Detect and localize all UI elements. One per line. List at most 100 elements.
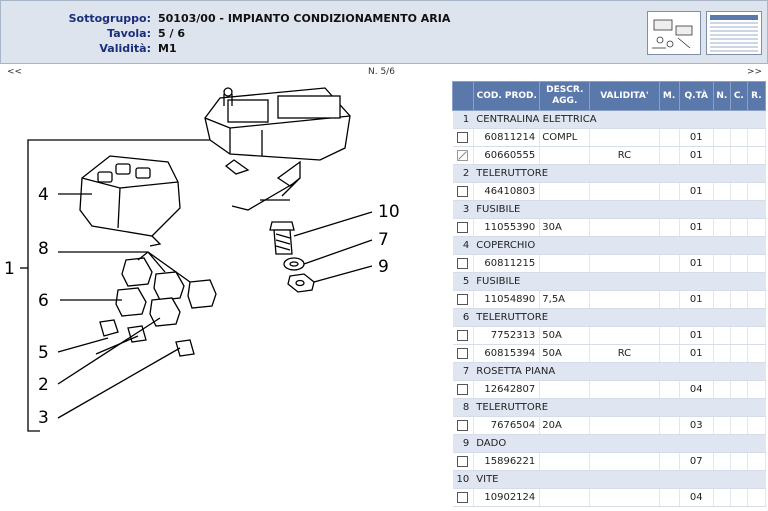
validita-value: M1 [158, 42, 177, 55]
part-m [659, 416, 680, 435]
part-n [713, 416, 731, 435]
part-qty: 01 [679, 128, 714, 147]
group-number: 7 [452, 362, 475, 381]
row-checkbox[interactable] [457, 329, 469, 341]
part-code: 60660555 [473, 146, 541, 165]
col-validita: VALIDITA' [589, 81, 660, 111]
row-checkbox[interactable] [457, 293, 469, 305]
group-name: FUSIBILE [473, 200, 766, 219]
part-qty: 01 [679, 326, 714, 345]
part-qty: 04 [679, 488, 714, 507]
parts-table: COD. PROD. DESCR. AGG. VALIDITA' M. Q.TÀ… [451, 81, 767, 507]
row-checkbox[interactable] [457, 455, 469, 467]
part-m [659, 380, 680, 399]
part-code: 46410803 [473, 182, 541, 201]
part-qty: 07 [679, 452, 714, 471]
part-r [747, 182, 767, 201]
part-label-10: 10 [378, 202, 400, 222]
table-row: 60660555 RC 01 [452, 146, 767, 165]
part-qty: 01 [679, 290, 714, 309]
part-r [747, 254, 767, 273]
group-name: VITE [473, 470, 766, 489]
table-row: 60811215 01 [452, 254, 767, 273]
part-descr: COMPL [539, 128, 591, 147]
part-validita [589, 128, 660, 147]
part-qty: 01 [679, 146, 714, 165]
part-qty: 01 [679, 344, 714, 363]
part-label-6: 6 [38, 291, 49, 311]
part-code: 15896221 [473, 452, 541, 471]
part-m [659, 290, 680, 309]
group-name: CENTRALINA ELETTRICA [473, 110, 766, 129]
row-checkbox[interactable] [457, 419, 469, 431]
prev-page-link[interactable]: << [7, 67, 23, 77]
part-c [730, 182, 748, 201]
part-qty: 04 [679, 380, 714, 399]
part-label-2: 2 [38, 375, 49, 395]
group-name: FUSIBILE [473, 272, 766, 291]
part-descr: 50A [539, 326, 591, 345]
group-number: 2 [452, 164, 475, 183]
page-indicator: N. 5/6 [368, 67, 395, 77]
part-m [659, 452, 680, 471]
part-descr [539, 380, 591, 399]
part-code: 11055390 [473, 218, 541, 237]
sottogruppo-value: 50103/00 - IMPIANTO CONDIZIONAMENTO ARIA [158, 12, 451, 25]
part-c [730, 146, 748, 165]
part-n [713, 452, 731, 471]
part-code: 7752313 [473, 326, 541, 345]
col-c: C. [729, 81, 748, 111]
sottogruppo-label: Sottogruppo: [68, 12, 151, 25]
row-checkbox-disabled [457, 149, 469, 161]
part-r [747, 290, 767, 309]
part-n [713, 488, 731, 507]
row-checkbox[interactable] [457, 131, 469, 143]
group-number: 5 [452, 272, 475, 291]
row-checkbox[interactable] [457, 383, 469, 395]
group-number: 1 [452, 110, 475, 129]
select-column-header [451, 81, 475, 111]
part-c [730, 254, 748, 273]
part-n [713, 218, 731, 237]
table-thumbnail[interactable] [706, 11, 762, 55]
part-r [747, 380, 767, 399]
tavola-label: Tavola: [107, 27, 151, 40]
row-checkbox[interactable] [457, 185, 469, 197]
group-name: TELERUTTORE [473, 398, 766, 417]
row-checkbox[interactable] [457, 221, 469, 233]
group-number: 8 [452, 398, 475, 417]
row-checkbox[interactable] [457, 491, 469, 503]
part-descr [539, 182, 591, 201]
part-validita [589, 218, 660, 237]
part-qty: 03 [679, 416, 714, 435]
part-m [659, 344, 680, 363]
part-validita [589, 452, 660, 471]
part-c [730, 290, 748, 309]
row-checkbox[interactable] [457, 347, 469, 359]
row-checkbox[interactable] [457, 257, 469, 269]
part-qty: 01 [679, 254, 714, 273]
drawing-thumbnail[interactable] [647, 11, 701, 55]
group-name: TELERUTTORE [473, 164, 766, 183]
part-n [713, 128, 731, 147]
part-n [713, 146, 731, 165]
group-name: DADO [473, 434, 766, 453]
group-name: COPERCHIO [473, 236, 766, 255]
part-validita: RC [589, 146, 660, 165]
part-c [730, 380, 748, 399]
next-page-link[interactable]: >> [747, 67, 763, 77]
part-m [659, 254, 680, 273]
part-descr [539, 452, 591, 471]
part-code: 60811215 [473, 254, 541, 273]
col-descr-agg: DESCR. AGG. [539, 81, 591, 111]
part-m [659, 218, 680, 237]
col-cod-prod: COD. PROD. [473, 81, 541, 111]
group-number: 10 [452, 470, 475, 489]
exploded-parts-drawing: 1 2 3 4 5 6 7 8 9 10 [4, 87, 400, 432]
